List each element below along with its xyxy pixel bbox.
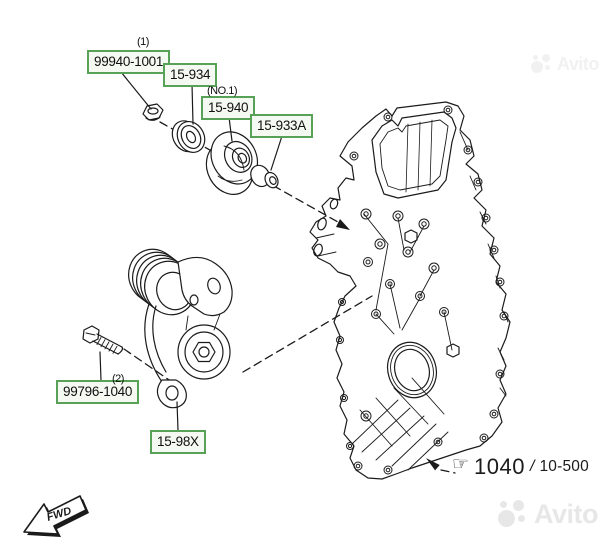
qty-note-no1: (NO.1) [207,85,238,97]
qty-note-2: (2) [112,373,124,385]
avito-logo-icon [498,498,530,530]
washer-drawing [171,120,206,153]
section-reference[interactable]: ☞ 1040 / 10-500 [452,454,589,480]
watermark-text: Avito [534,498,599,529]
belt-tensioner-drawing [128,248,233,409]
callout-leader-lines [99,71,283,431]
watermark-text: Avito [557,53,599,74]
part-number-15-940[interactable]: 15-940 [201,96,256,120]
pointing-hand-icon: ☞ [452,454,470,475]
avito-logo-icon [531,53,553,75]
watermark-avito-bottom: Avito [498,498,599,530]
watermark-avito-top: Avito [531,53,599,75]
assembly-arrowheads [336,219,440,471]
reference-page: 1040 [474,454,525,479]
idler-pulley-drawing [205,131,259,195]
part-number-99796-1040[interactable]: 99796-1040 [56,380,140,404]
reference-separator: / [530,458,535,475]
part-number-15-98X[interactable]: 15-98X [150,430,206,454]
part-number-15-934[interactable]: 15-934 [163,63,218,87]
pulley-sleeve-drawing [250,164,279,189]
lock-nut-drawing [142,103,164,121]
engine-front-cover-drawing [309,101,511,480]
tensioner-bolt-drawing [82,325,124,355]
fwd-arrow-icon: FWD [23,495,89,537]
part-number-15-933A[interactable]: 15-933A [250,114,313,138]
part-number-99940-1001[interactable]: 99940-1001 [87,50,171,74]
reference-section: 10-500 [539,458,589,475]
qty-note-1: (1) [137,36,149,48]
